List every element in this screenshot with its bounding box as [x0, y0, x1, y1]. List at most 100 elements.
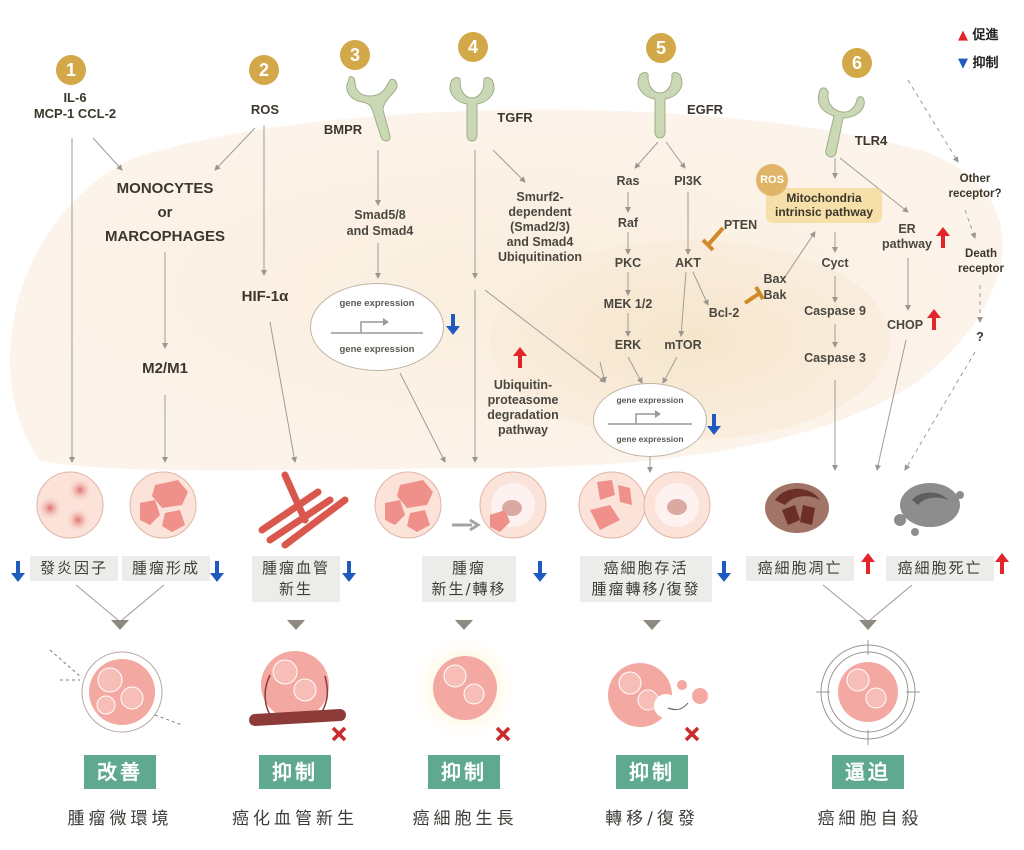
ubiquitin-up-arrow-icon [513, 347, 527, 368]
node-mitochondria: Mitochondria intrinsic pathway [766, 188, 882, 223]
metastasis-cell-icon [479, 471, 547, 539]
growth-tumor-icon [413, 636, 517, 740]
receptor-egfr-label: EGFR [686, 102, 724, 117]
tumor-growth-cell-icon [374, 471, 442, 539]
pathway-badge-1: 1 [56, 55, 86, 85]
gene-expression-down-arrow-icon [707, 414, 721, 435]
effect-down-arrow-icon [533, 561, 547, 582]
inflammation-cell-icon [36, 471, 104, 539]
node-macrophages: MARCOPHAGES [104, 228, 225, 245]
outcome-apoptosis: 癌細胞自殺 [817, 809, 923, 829]
up-arrow-icon: ▲ [958, 28, 968, 43]
effect-up-arrow-icon [995, 553, 1009, 574]
pathway-badge-6: 6 [842, 48, 872, 78]
legend-promote: ▲ 促進 [958, 28, 999, 43]
node-ubiquitin-pathway: Ubiquitin- proteasome degradation pathwa… [487, 378, 559, 437]
chop-up-arrow-icon [927, 309, 941, 330]
node-mtor: mTOR [664, 338, 702, 352]
node-pi3k: PI3K [674, 174, 702, 188]
receptor-bmpr-label: BMPR [323, 122, 363, 137]
node-smad4: and Smad4 [346, 224, 414, 238]
legend-inhibit: ▼ 抑制 [958, 56, 999, 71]
ligand-il6: IL-6 [63, 90, 87, 105]
er-pathway-up-arrow-icon [936, 227, 950, 248]
node-cyct: Cyct [821, 256, 849, 270]
transcription-start-icon [608, 410, 692, 425]
dividing-cell-icon [578, 471, 711, 539]
effect-tumor-formation: 腫瘤形成 [122, 556, 210, 581]
gene-expression-node-2: gene expression gene expression [593, 383, 707, 457]
bcl2-inhibit-icon [743, 285, 765, 305]
effect-down-arrow-icon [11, 561, 25, 582]
pathway-badge-5: 5 [646, 33, 676, 63]
transcription-start-icon [331, 318, 423, 334]
receptor-tlr4-label: TLR4 [854, 133, 888, 148]
node-monocytes: MONOCYTES [116, 180, 214, 197]
node-mek: MEK 1/2 [603, 297, 653, 311]
node-caspase9: Caspase 9 [804, 304, 866, 318]
outcome-cell-growth: 癌細胞生長 [412, 809, 518, 829]
outcome-metastasis: 轉移/復發 [605, 809, 699, 829]
node-caspase3: Caspase 3 [804, 351, 866, 365]
effect-down-arrow-icon [717, 561, 731, 582]
tumor-cell-icon [129, 471, 197, 539]
outcome-angiogenesis: 癌化血管新生 [232, 809, 358, 829]
outcome-tag-improve: 改善 [84, 755, 156, 789]
outcome-tag-inhibit-3: 抑制 [616, 755, 688, 789]
node-pten: PTEN [723, 218, 758, 232]
node-smurf2: Smurf2- dependent (Smad2/3) and Smad4 Ub… [497, 190, 582, 264]
outcome-tag-force: 逼迫 [832, 755, 904, 789]
metastasis-tumor-icon [608, 663, 708, 727]
pathway-badge-4: 4 [458, 32, 488, 62]
effect-cell-death: 癌細胞死亡 [886, 556, 994, 581]
node-er-pathway: ER pathway [881, 222, 932, 251]
downward-triangle-icons [111, 620, 877, 630]
block-x-icons [331, 726, 700, 742]
node-ras: Ras [616, 174, 640, 188]
effect-tumor-growth-metastasis: 腫瘤 新生/轉移 [422, 556, 516, 602]
gene-expression-node-1: gene expression gene expression [310, 283, 444, 371]
ligand-ros: ROS [250, 102, 280, 117]
microenvironment-tumor-icon [49, 649, 183, 733]
receptor-icons [346, 72, 865, 158]
node-m2m1: M2/M1 [142, 360, 188, 377]
effect-down-arrow-icon [210, 561, 224, 582]
nucleus [490, 240, 890, 440]
node-akt: AKT [675, 256, 701, 270]
tlr4-receptor-icon [817, 87, 865, 158]
bmpr-receptor-icon [346, 76, 398, 142]
node-other-receptor: Other receptor? [948, 173, 1002, 200]
ligand-mcp1: MCP-1 CCL-2 [33, 106, 117, 121]
angiogenesis-tumor-icon [249, 651, 346, 726]
gene-expression-down-arrow-icon [446, 314, 460, 335]
node-raf: Raf [617, 216, 639, 230]
node-erk: ERK [614, 338, 642, 352]
node-bak: Bak [763, 288, 787, 302]
receptor-tgfr-label: TGFR [497, 110, 533, 125]
effect-up-arrow-icon [861, 553, 875, 574]
effect-apoptosis: 癌細胞凋亡 [746, 556, 854, 581]
node-unknown: ? [976, 330, 984, 344]
outcome-tag-inhibit-1: 抑制 [259, 755, 331, 789]
blood-vessel-icon [258, 471, 349, 549]
ros-bubble-icon: ROS [756, 164, 788, 196]
outcome-microenvironment: 腫瘤微環境 [67, 809, 173, 829]
pathway-badge-3: 3 [340, 40, 370, 70]
target-tumor-icon [816, 640, 920, 745]
pathway-badge-2: 2 [249, 55, 279, 85]
outcome-tag-inhibit-2: 抑制 [428, 755, 500, 789]
node-bax: Bax [763, 272, 787, 286]
node-smad58: Smad5/8 [354, 208, 406, 222]
apoptotic-cell-icon [765, 483, 829, 533]
effect-down-arrow-icon [342, 561, 356, 582]
node-hif1a: HIF-1α [241, 288, 289, 305]
node-bcl2: Bcl-2 [708, 306, 740, 320]
effect-cancer-survival: 癌細胞存活 腫瘤轉移/復發 [580, 556, 712, 602]
pten-inhibit-icon [701, 226, 725, 252]
necrotic-cell-icon [894, 483, 964, 536]
effect-inflammatory-factors: 發炎因子 [30, 556, 118, 581]
egfr-receptor-icon [637, 72, 683, 139]
tgfr-receptor-icon [449, 77, 495, 142]
effect-angiogenesis: 腫瘤血管 新生 [252, 556, 340, 602]
